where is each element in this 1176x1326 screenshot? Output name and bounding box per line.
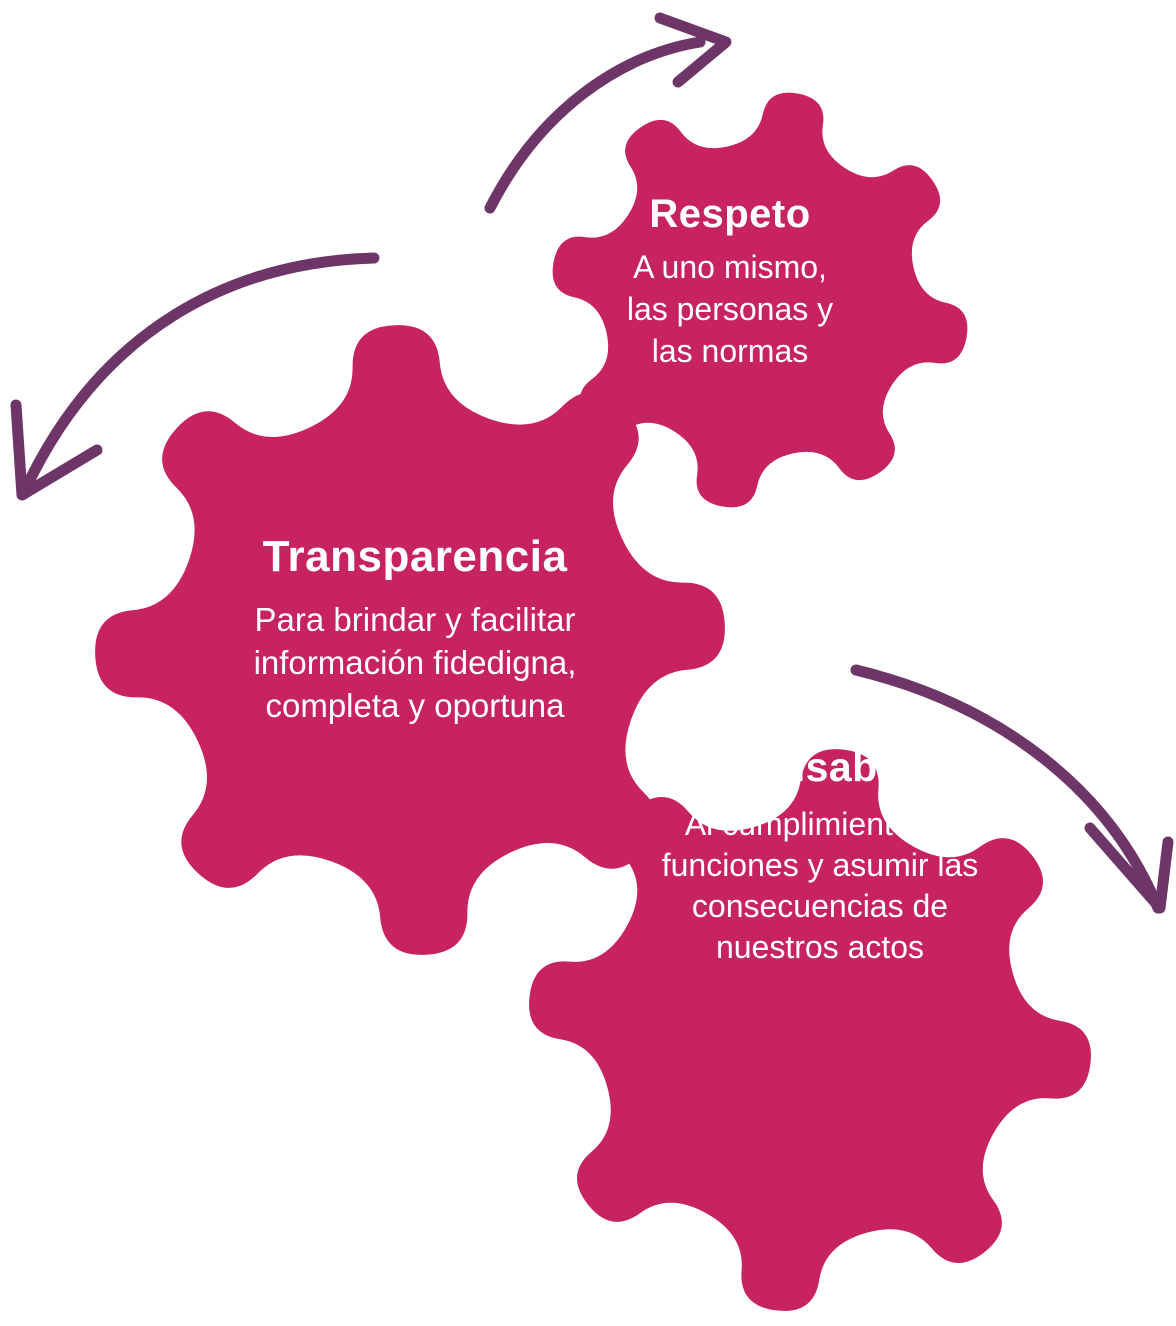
gear-responsabilidad-label: Responsabilidad Al cumplimiento de funci… <box>580 740 1060 968</box>
gear-transparencia-icon <box>95 325 725 955</box>
arrow-right-head-icon <box>1084 822 1174 914</box>
transparencia-description: Para brindar y facilitar información fid… <box>253 601 577 724</box>
respeto-title: Respeto <box>649 192 811 236</box>
arrow-top-curve <box>484 36 706 214</box>
responsabilidad-description: Al cumplimiento de funciones y asumir la… <box>661 806 979 965</box>
gear-transparencia-label: Transparencia Para brindar y facilitar i… <box>180 528 650 727</box>
arrow-top-head-icon <box>654 12 732 88</box>
gear-respeto-icon <box>552 92 968 508</box>
transparencia-title: Transparencia <box>262 532 568 581</box>
arrow-right-curve <box>850 664 1164 914</box>
arrow-left-curve <box>19 252 380 496</box>
gear-responsabilidad-icon <box>529 749 1091 1311</box>
arrow-left-head-icon <box>10 399 103 501</box>
gear-respeto-label: Respeto A uno mismo, las personas y las … <box>620 188 840 372</box>
responsabilidad-title: Responsabilidad <box>652 744 988 790</box>
respeto-description: A uno mismo, las personas y las normas <box>626 249 834 369</box>
